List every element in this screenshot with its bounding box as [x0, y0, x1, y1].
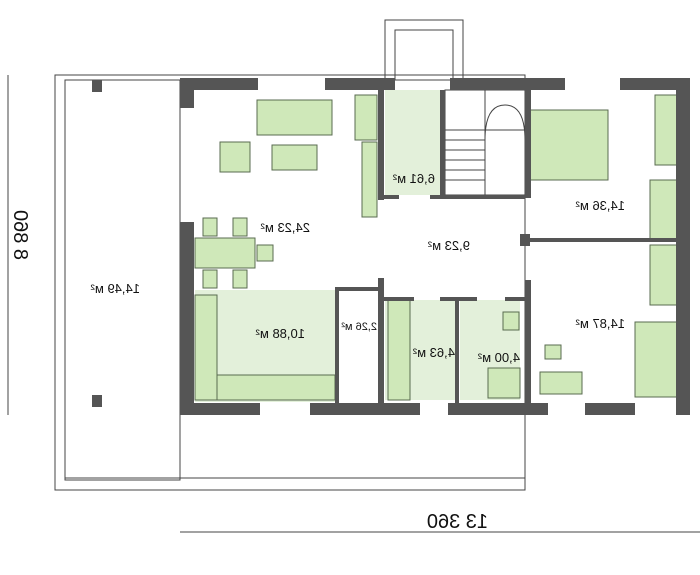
- area-labels: 24,23 м² 6,61 м² 14,36 м² 9,23 м² 14,49 …: [90, 171, 625, 365]
- dining-table: [194, 237, 256, 269]
- bed-2: [634, 321, 681, 398]
- sofa: [256, 99, 333, 136]
- area-bathroom: 4,00 м²: [477, 350, 520, 365]
- armchair: [219, 141, 251, 173]
- area-living: 24,23 м²: [260, 220, 310, 235]
- dimension-depth: 8 860: [7, 75, 31, 415]
- column-icon: [92, 395, 102, 407]
- area-wardrobe: 4,63 м²: [412, 345, 455, 360]
- svg-text:8 860: 8 860: [9, 210, 31, 260]
- entrance-porch: [384, 19, 464, 81]
- area-bedroom-1: 14,36 м²: [575, 198, 625, 213]
- coffee-table: [271, 144, 318, 171]
- bed: [529, 109, 609, 181]
- wardrobe: [387, 299, 411, 401]
- area-kitchen: 10,88 м²: [255, 326, 305, 341]
- area-hall: 9,23 м²: [427, 238, 470, 253]
- staircase: [444, 89, 526, 196]
- area-vestibule: 6,61 м²: [392, 171, 435, 186]
- area-bedroom-2: 14,87 м²: [575, 316, 625, 331]
- walls: [180, 78, 690, 415]
- dimension-width: 13 360: [180, 511, 700, 533]
- area-pantry: 2,26 м²: [341, 321, 377, 333]
- kitchen-counter: [194, 294, 218, 401]
- furniture: [194, 94, 681, 401]
- desk: [539, 371, 583, 395]
- svg-text:13 360: 13 360: [427, 511, 488, 533]
- vestibule-floor: [385, 90, 440, 195]
- sink: [502, 311, 520, 331]
- bathtub: [487, 367, 521, 399]
- column-icon: [92, 80, 102, 92]
- area-terrace: 14,49 м²: [90, 281, 140, 296]
